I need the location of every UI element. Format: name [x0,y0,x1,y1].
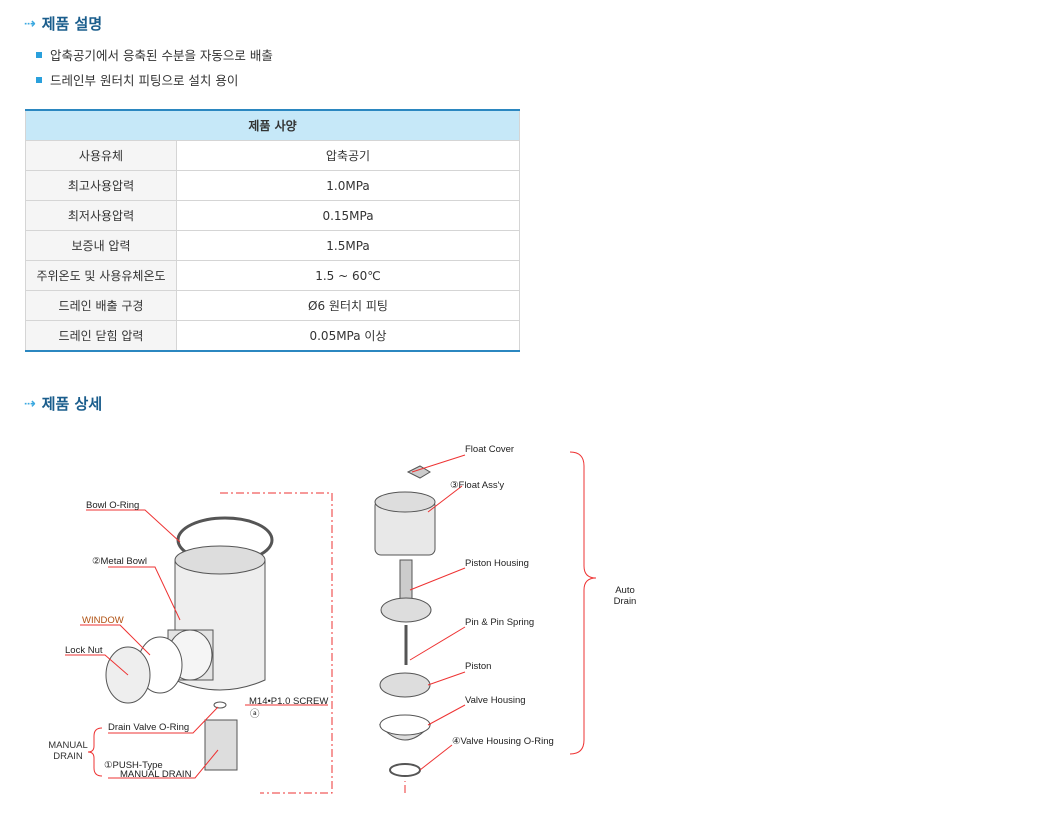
spec-value: 1.5MPa [176,230,520,261]
label-screw-a: ⓐ [250,709,260,720]
description-title-text: 제품 설명 [41,15,103,33]
spec-key: 드레인 배출 구경 [25,290,177,321]
list-item: 압축공기에서 응축된 수분을 자동으로 배출 [36,42,273,67]
diagram-drawing [65,451,597,794]
label-float-assy: ③Float Ass'y [450,480,505,491]
spec-value: 1.0MPa [176,170,520,201]
spec-key: 사용유체 [25,140,177,171]
bullet-icon [36,51,42,58]
spec-key: 보증내 압력 [25,230,177,261]
spec-key: 최저사용압력 [25,200,177,231]
label-float-cover: Float Cover [465,444,515,455]
spec-key: 주위온도 및 사용유체온도 [25,260,177,291]
bullet-text: 압축공기에서 응축된 수분을 자동으로 배출 [50,48,273,63]
label-screw: M14•P1.0 SCREW [249,696,329,707]
label-pin-spring: Pin & Pin Spring [465,617,535,628]
exploded-diagram: Bowl O-Ring ②Metal Bowl WINDOW Lock Nut … [0,430,1055,833]
list-item: 드레인부 원터치 피팅으로 설치 용이 [36,67,273,92]
label-bowl-oring: Bowl O-Ring [86,500,140,511]
label-window: WINDOW [82,615,124,626]
label-push-type-2: MANUAL DRAIN [120,769,192,780]
label-metal-bowl: ②Metal Bowl [92,556,147,567]
label-piston-housing: Piston Housing [465,558,529,569]
label-push-type: ①PUSH-Type [104,760,163,771]
arrow-icon: ⇢ [24,395,36,412]
detail-title-text: 제품 상세 [41,395,103,413]
spec-value: 1.5 ~ 60℃ [176,260,520,291]
spec-key: 드레인 닫힘 압력 [25,320,177,352]
bullet-text: 드레인부 원터치 피팅으로 설치 용이 [50,73,239,88]
description-list: 압축공기에서 응축된 수분을 자동으로 배출 드레인부 원터치 피팅으로 설치 … [36,42,273,92]
label-manual-drain: MANUAL DRAIN [48,740,88,762]
label-drain-oring: Drain Valve O-Ring [108,722,190,733]
bullet-icon [36,76,42,83]
label-valve-housing: Valve Housing [465,695,526,706]
spec-table-header: 제품 사양 [25,110,520,141]
arrow-icon: ⇢ [24,15,36,32]
label-auto-drain: Auto Drain [613,585,637,607]
spec-value: 0.15MPa [176,200,520,231]
label-valve-housing-oring: ④Valve Housing O-Ring [452,736,554,747]
detail-title: ⇢ 제품 상세 [24,393,102,414]
spec-key: 최고사용압력 [25,170,177,201]
spec-value: Ø6 원터치 피팅 [176,290,520,321]
spec-value: 압축공기 [176,140,520,171]
description-title: ⇢ 제품 설명 [24,13,102,34]
label-piston: Piston [465,661,492,672]
spec-value: 0.05MPa 이상 [176,320,520,352]
label-lock-nut: Lock Nut [65,645,103,656]
